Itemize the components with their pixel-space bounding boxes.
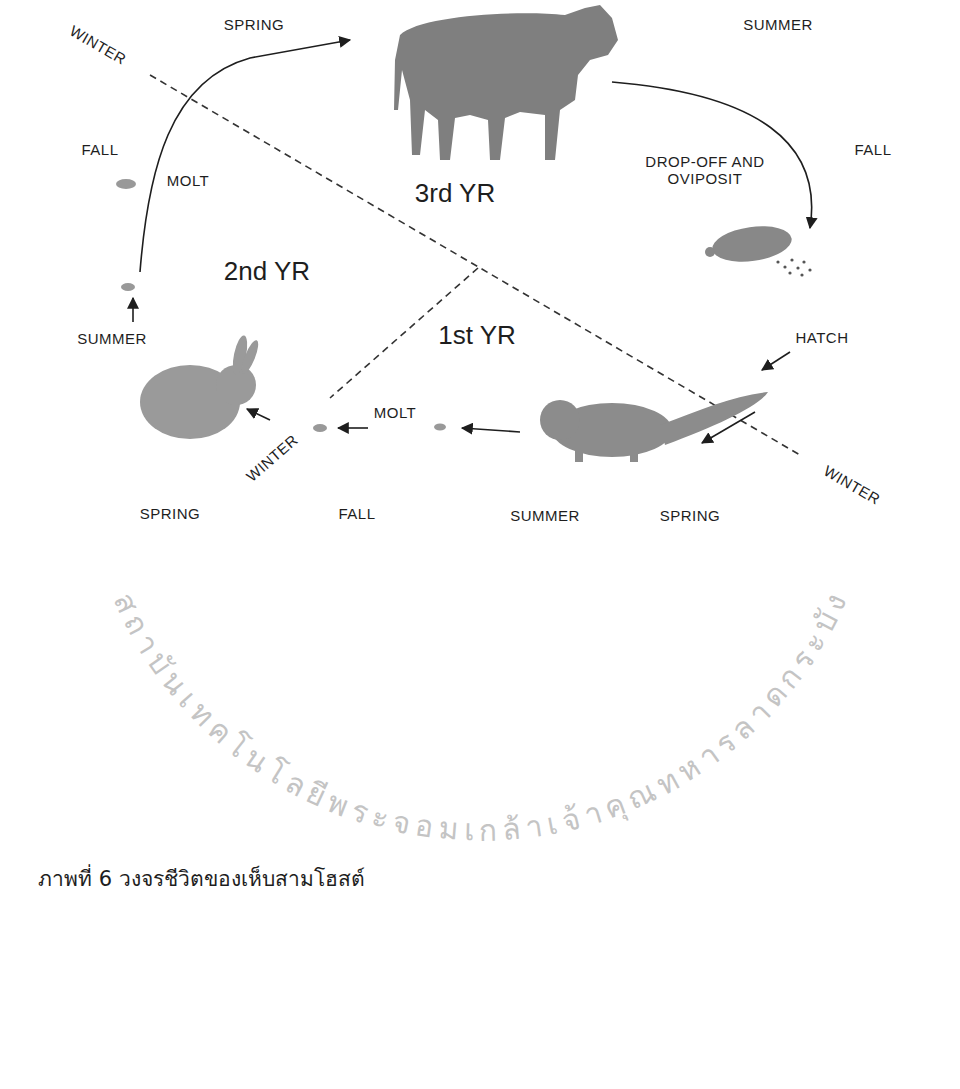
cycle-arrow	[133, 40, 812, 443]
year-label: 2nd YR	[224, 257, 310, 287]
season-label: SUMMER	[743, 16, 813, 33]
season-label: FALL	[338, 505, 375, 522]
watermark-text: สถาบันเทคโนโลยีพระจอมเกล้าเจ้าคุณทหารลาด…	[106, 588, 853, 848]
watermark-text: สถาบันเทคโนโลยีพระจอมเกล้าเจ้าคุณทหารลาด…	[106, 588, 853, 848]
small-tick	[116, 179, 446, 432]
season-label: MOLT	[374, 404, 417, 421]
rabbit-host	[140, 334, 261, 439]
season-label: SPRING	[660, 507, 721, 524]
season-label: HATCH	[795, 329, 848, 346]
season-label: WINTER	[821, 462, 883, 508]
season-label: MOLT	[167, 172, 210, 189]
engorged-tick	[705, 222, 794, 267]
figure-caption: ภาพที่ 6 วงจรชีวิตของเห็บสามโฮสต์	[38, 862, 365, 895]
cow-host	[394, 5, 618, 160]
season-label: SUMMER	[77, 330, 147, 347]
year-divider	[150, 75, 800, 455]
season-label: DROP-OFF AND OVIPOSIT	[630, 153, 780, 188]
tick-eggs	[776, 258, 811, 276]
year-label: 3rd YR	[415, 179, 495, 209]
season-label: SPRING	[140, 505, 201, 522]
rodent-host	[540, 392, 768, 462]
season-label: SPRING	[224, 16, 285, 33]
season-label: WINTER	[67, 22, 129, 68]
season-label: WINTER	[243, 431, 301, 485]
year-label: 1st YR	[438, 321, 516, 351]
season-label: SUMMER	[510, 507, 580, 524]
season-label: FALL	[81, 141, 118, 158]
season-label: FALL	[854, 141, 891, 158]
